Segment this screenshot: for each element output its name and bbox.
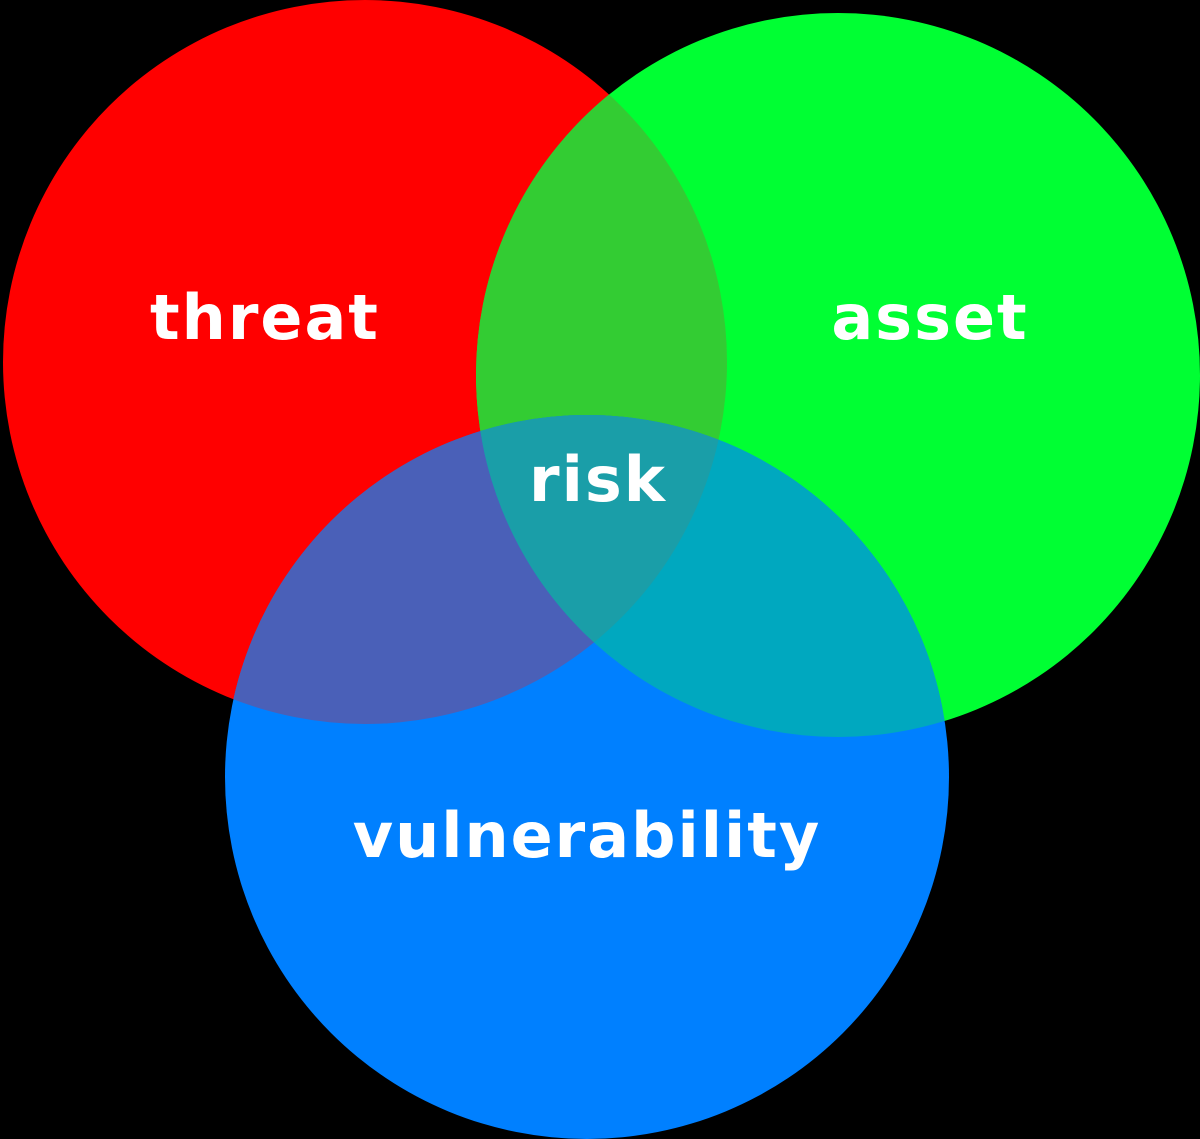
threat-label: threat bbox=[150, 281, 380, 354]
asset-label: asset bbox=[831, 281, 1028, 354]
asset-vulnerability-overlap bbox=[476, 415, 949, 737]
threat-vulnerability-overlap bbox=[225, 415, 727, 724]
risk-label: risk bbox=[529, 443, 667, 516]
vulnerability-label: vulnerability bbox=[353, 799, 822, 872]
